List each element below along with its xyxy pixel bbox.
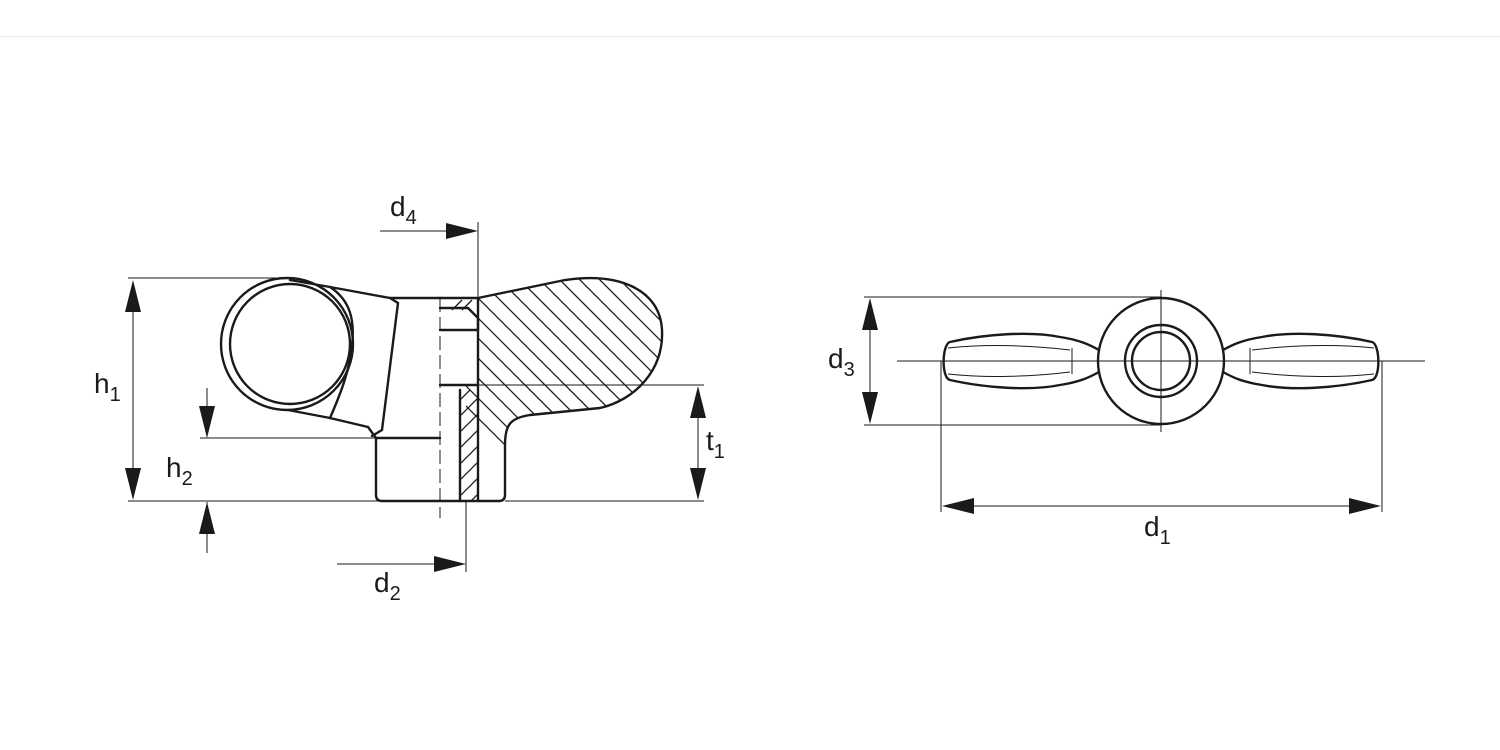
d3-arrow-top: [862, 298, 878, 330]
d1-arrow-left: [942, 498, 974, 514]
label-d1-main: d: [1144, 511, 1160, 542]
label-d2-sub: 2: [390, 583, 401, 605]
h1-arrow-bottom: [125, 468, 141, 500]
label-d1-sub: 1: [1160, 527, 1171, 549]
label-d3: d3: [828, 343, 855, 381]
t1-arrow-bottom: [690, 468, 706, 500]
wing-shading-line: [328, 285, 354, 420]
label-h2-sub: 2: [182, 468, 193, 490]
label-d2: d2: [374, 567, 401, 605]
label-h2-main: h: [166, 452, 182, 483]
label-d4: d4: [390, 191, 417, 229]
d4-arrow: [446, 223, 478, 239]
label-h1-main: h: [94, 368, 110, 399]
h2-arrow-bottom: [199, 502, 215, 534]
label-h1-sub: 1: [110, 384, 121, 406]
label-d3-sub: 3: [844, 359, 855, 381]
wing-bottom-edge: [286, 408, 370, 429]
hole-hatch: [451, 299, 473, 311]
label-t1: t1: [706, 425, 725, 463]
label-t1-sub: 1: [714, 441, 725, 463]
head-hatching: [466, 278, 663, 500]
d3-arrow-bottom: [862, 392, 878, 424]
hub-left-taper: [370, 296, 400, 438]
left-wing-edges: [947, 345, 1071, 377]
label-t1-main: t: [706, 425, 714, 456]
label-h1: h1: [94, 368, 121, 406]
collar-left: [374, 436, 442, 503]
blind-hole: [438, 306, 480, 332]
label-d4-main: d: [390, 191, 406, 222]
label-d2-main: d: [374, 567, 390, 598]
label-d4-sub: 4: [406, 207, 417, 229]
right-wing: [1221, 332, 1380, 390]
wing-end-inner: [228, 282, 352, 406]
right-wing-edges: [1251, 345, 1375, 377]
top-bar: [0, 0, 1500, 37]
label-d3-main: d: [828, 343, 844, 374]
h1-arrow-top: [125, 280, 141, 312]
boss-inner: [1130, 330, 1192, 392]
label-h2: h2: [166, 452, 193, 490]
insert-hatching: [460, 390, 478, 500]
top-view: [862, 290, 1425, 514]
d1-arrow-right: [1349, 498, 1381, 514]
left-wing: [942, 332, 1101, 390]
t1-arrow-top: [690, 386, 706, 418]
h2-arrow-top: [199, 406, 215, 438]
wing-end-outer: [219, 276, 355, 412]
side-section-view: [125, 222, 706, 572]
label-d1: d1: [1144, 511, 1171, 549]
boss-outer: [1096, 296, 1226, 426]
head-profile: [438, 276, 664, 503]
boss-middle: [1123, 323, 1199, 399]
d2-arrow: [434, 556, 466, 572]
